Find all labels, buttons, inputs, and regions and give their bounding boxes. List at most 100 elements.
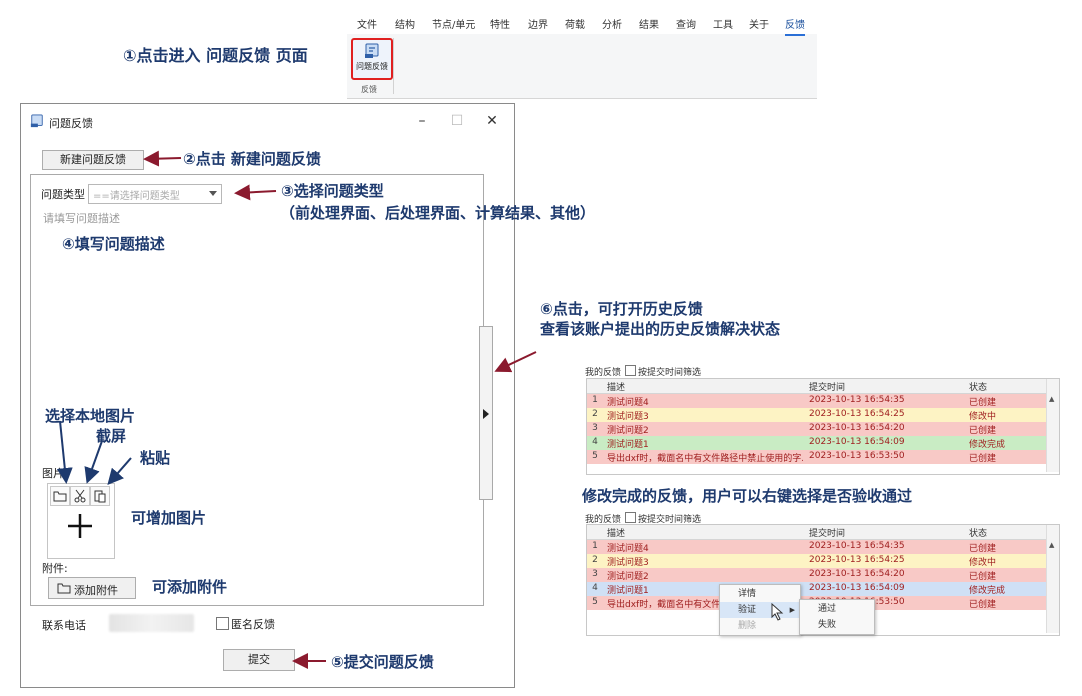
time-filter-checkbox[interactable] (625, 365, 636, 376)
row-number: 4 (592, 583, 598, 593)
tab-load[interactable]: 荷载 (565, 20, 585, 31)
tab-tools[interactable]: 工具 (713, 20, 733, 31)
feedback-form-panel: 问题类型 ==请选择问题类型 请填写问题描述 图片: 附件 (30, 174, 484, 606)
column-header-time[interactable]: 提交时间 (809, 529, 846, 539)
dialog-title: 问题反馈 (49, 117, 93, 130)
column-header-status[interactable]: 状态 (969, 529, 988, 539)
feedback-icon (30, 114, 43, 128)
phone-label: 联系电话 (42, 619, 86, 632)
tab-analysis[interactable]: 分析 (602, 20, 622, 31)
minimize-button[interactable]: – (418, 113, 426, 129)
row-description: 测试问题4 (607, 544, 649, 554)
column-header-desc[interactable]: 描述 (607, 529, 626, 539)
feedback-ribbon-button[interactable]: 问题反馈 (351, 38, 393, 80)
open-folder-button[interactable] (50, 486, 70, 506)
row-number: 1 (592, 541, 598, 551)
time-filter-checkbox-2[interactable] (625, 512, 636, 523)
tab-feedback[interactable]: 反馈 (785, 16, 805, 36)
context-item-verify-label: 验证 (738, 605, 757, 615)
context-item-verify[interactable]: 验证 ▶ (720, 602, 800, 618)
history2-title: 我的反馈 (585, 515, 622, 525)
row-submit-time: 2023-10-13 16:54:20 (809, 423, 905, 433)
grid-scrollbar[interactable]: ▲ (1046, 379, 1059, 472)
submenu-item-fail[interactable]: 失败 (818, 620, 837, 630)
submenu-item-pass[interactable]: 通过 (818, 604, 837, 614)
ribbon: 文件 结构 节点/单元 特性 边界 荷载 分析 结果 查询 工具 关于 反馈 问… (347, 8, 817, 99)
scroll-up-icon: ▲ (1049, 541, 1055, 549)
grid-scrollbar-2[interactable]: ▲ (1046, 525, 1059, 633)
anonymous-checkbox[interactable] (216, 617, 229, 630)
row-number: 3 (592, 569, 598, 579)
row-status: 修改中 (969, 558, 997, 568)
row-status: 已创建 (969, 454, 997, 464)
annotation-screenshot: 截屏 (96, 427, 127, 445)
screenshot-button[interactable] (70, 486, 90, 506)
row-submit-time: 2023-10-13 16:54:25 (809, 409, 905, 419)
tab-about[interactable]: 关于 (749, 20, 769, 31)
tab-node-element[interactable]: 节点/单元 (432, 20, 476, 31)
tab-structure[interactable]: 结构 (395, 20, 415, 31)
annotation-step4: ④填写问题描述 (62, 235, 165, 253)
maximize-button[interactable]: ☐ (450, 113, 464, 129)
type-select-placeholder: ==请选择问题类型 (93, 191, 180, 202)
history-title: 我的反馈 (585, 368, 622, 378)
ribbon-separator (393, 38, 394, 94)
column-header-status[interactable]: 状态 (969, 383, 988, 393)
type-select[interactable]: ==请选择问题类型 (88, 184, 222, 204)
tab-query[interactable]: 查询 (676, 20, 696, 31)
row-status: 已创建 (969, 544, 997, 554)
column-header-time[interactable]: 提交时间 (809, 383, 846, 393)
row-description: 测试问题1 (607, 440, 649, 450)
tab-property[interactable]: 特性 (490, 20, 510, 31)
new-feedback-button[interactable]: 新建问题反馈 (42, 150, 144, 170)
add-attachment-button[interactable]: 添加附件 (48, 577, 136, 599)
annotation-add-image: 可增加图片 (131, 509, 207, 527)
context-item-delete[interactable]: 删除 (738, 621, 757, 631)
history-toggle-handle[interactable] (479, 326, 493, 500)
chevron-down-icon (209, 191, 217, 196)
add-image-icon[interactable] (65, 511, 95, 541)
folder-icon (53, 491, 67, 502)
row-status: 修改完成 (969, 440, 1006, 450)
feedback-icon (365, 43, 379, 58)
row-description: 导出dxf时，截面名中有文件路径中禁止使用的字... (607, 454, 803, 464)
row-status: 修改完成 (969, 586, 1006, 596)
tab-boundary[interactable]: 边界 (528, 20, 548, 31)
grid-header-row-2: 描述 提交时间 状态 (587, 525, 1059, 540)
row-description: 测试问题3 (607, 558, 649, 568)
phone-input[interactable] (109, 614, 194, 632)
submit-button[interactable]: 提交 (223, 649, 295, 671)
grid-header-row: 描述 提交时间 状态 (587, 379, 1059, 394)
context-item-details[interactable]: 详情 (738, 589, 757, 599)
tab-result[interactable]: 结果 (639, 20, 659, 31)
column-header-desc[interactable]: 描述 (607, 383, 626, 393)
row-number: 3 (592, 423, 598, 433)
image-box (47, 483, 115, 559)
image-label: 图片: (42, 467, 68, 480)
anonymous-label: 匿名反馈 (231, 618, 275, 631)
close-button[interactable]: ✕ (486, 113, 498, 129)
row-description: 测试问题3 (607, 412, 649, 422)
annotation-step5: ⑤提交问题反馈 (331, 653, 434, 671)
row-status: 已创建 (969, 426, 997, 436)
row-number: 4 (592, 437, 598, 447)
row-description: 测试问题2 (607, 572, 649, 582)
feedback-button-label: 问题反馈 (356, 62, 388, 71)
tab-file[interactable]: 文件 (357, 20, 377, 31)
row-submit-time: 2023-10-13 16:54:35 (809, 395, 905, 405)
row-status: 修改中 (969, 412, 997, 422)
paste-button[interactable] (90, 486, 110, 506)
description-input[interactable]: 请填写问题描述 (43, 212, 120, 225)
annotation-step6-line2: 查看该账户提出的历史反馈解决状态 (540, 320, 781, 338)
